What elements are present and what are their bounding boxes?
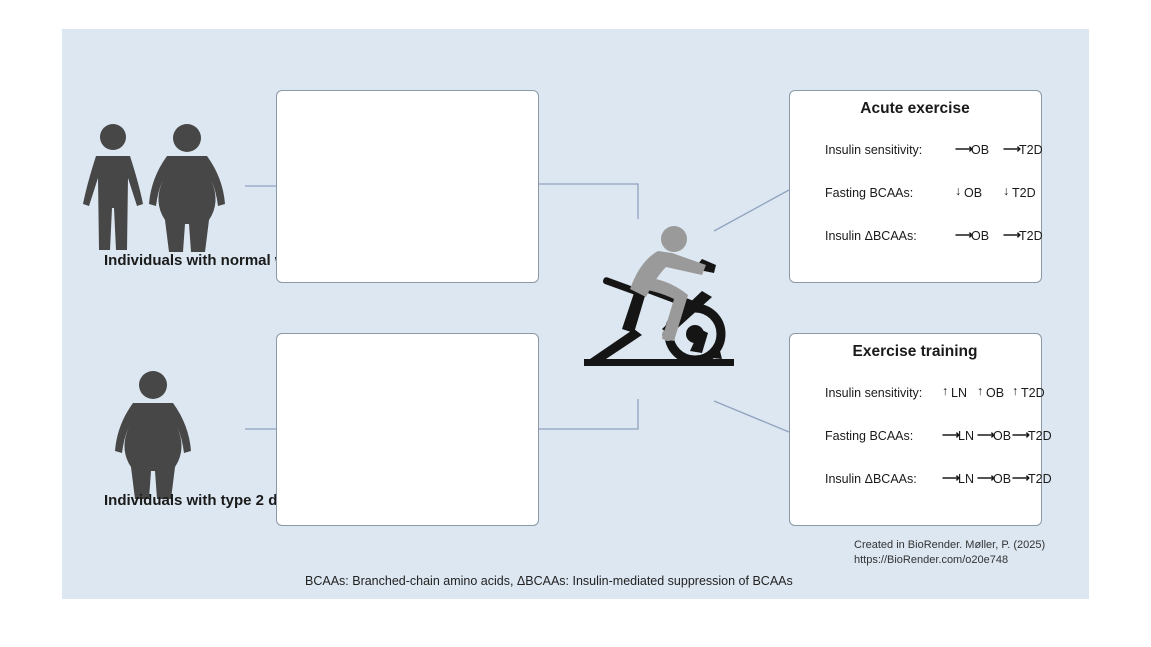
cyclist-icon: [630, 226, 706, 341]
row-value: T2D: [1028, 472, 1052, 486]
row-value: OB: [986, 386, 1005, 400]
right-arrow-icon: ⟶: [1012, 428, 1030, 442]
row-value: T2D: [1028, 429, 1052, 443]
right-arrow-icon: ⟶: [1003, 228, 1021, 242]
connector-lines: [245, 183, 790, 433]
footnote: BCAAs: Branched-chain amino acids, ΔBCAA…: [305, 574, 793, 588]
up-arrow-icon: ↑: [942, 384, 949, 398]
row-value: OB: [993, 472, 1012, 486]
row-value: T2D: [1019, 143, 1043, 157]
connector-line: [713, 189, 790, 232]
row-value: T2D: [1019, 229, 1043, 243]
row-value: OB: [971, 229, 990, 243]
row-value: LN: [958, 472, 974, 486]
row-value: LN: [951, 386, 967, 400]
right-arrow-icon: ⟶: [955, 142, 973, 156]
person-obese-icon: [149, 124, 225, 252]
clamp-box-top: [276, 90, 539, 283]
connector-line: [713, 400, 790, 433]
right-arrow-icon: ⟶: [977, 471, 995, 485]
row-label: Fasting BCAAs:: [825, 429, 914, 443]
right-arrow-icon: ⟶: [942, 471, 960, 485]
up-arrow-icon: ↑: [1012, 384, 1019, 398]
right-arrow-icon: ⟶: [977, 428, 995, 442]
row-value: T2D: [1021, 386, 1045, 400]
clamp-box-bottom: [276, 333, 539, 526]
connector-line: [539, 183, 639, 219]
row-value: LN: [958, 429, 974, 443]
row-label: Insulin ΔBCAAs:: [825, 472, 917, 486]
down-arrow-icon: ↓: [955, 184, 962, 198]
row-value: OB: [964, 186, 983, 200]
right-arrow-icon: ⟶: [1012, 471, 1030, 485]
down-arrow-icon: ↓: [1003, 184, 1010, 198]
person-t2d-icon: [115, 371, 191, 499]
person-normal-weight-icon: [83, 124, 143, 250]
row-value: T2D: [1012, 186, 1036, 200]
row-label: Insulin sensitivity:: [825, 143, 923, 157]
row-label: Insulin ΔBCAAs:: [825, 229, 917, 243]
training-title: Exercise training: [852, 343, 978, 360]
row-label: Fasting BCAAs:: [825, 186, 914, 200]
row-value: OB: [971, 143, 990, 157]
right-arrow-icon: ⟶: [955, 228, 973, 242]
acute-exercise-box: [789, 90, 1042, 283]
credit-line-2: https://BioRender.com/o20e748: [854, 554, 1009, 566]
connector-line: [539, 399, 639, 430]
acute-title: Acute exercise: [860, 100, 970, 117]
row-value: OB: [993, 429, 1012, 443]
exercise-training-box: [789, 333, 1042, 526]
credit: Created in BioRender. Møller, P. (2025) …: [854, 538, 1045, 568]
right-arrow-icon: ⟶: [942, 428, 960, 442]
up-arrow-icon: ↑: [977, 384, 984, 398]
credit-line-1: Created in BioRender. Møller, P. (2025): [854, 539, 1046, 551]
row-label: Insulin sensitivity:: [825, 386, 923, 400]
figure-panel: Individuals with normal weight (LN) and …: [62, 29, 1089, 599]
right-arrow-icon: ⟶: [1003, 142, 1021, 156]
